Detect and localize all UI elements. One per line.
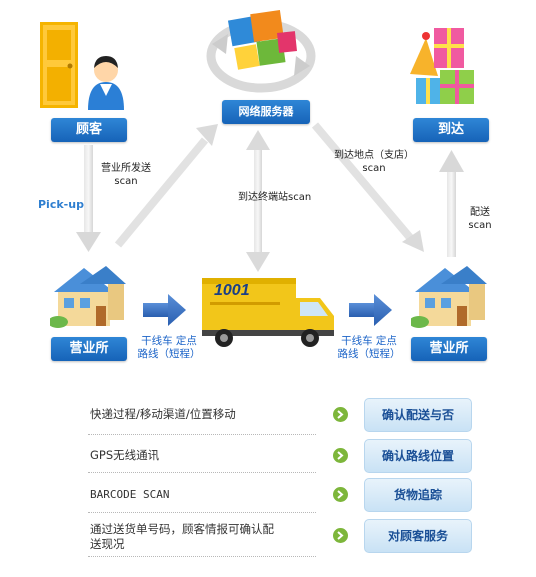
arrow-truck-to-office (349, 294, 392, 326)
go-arrow-icon-4[interactable] (333, 528, 348, 543)
node-customer: 顾客 (51, 118, 127, 142)
gift-boxes-icon (400, 18, 482, 110)
label-arrive-branch: 到达地点（支店） scan (334, 150, 414, 174)
feature-text-1: 快递过程/移动渠道/位置移动 (90, 407, 236, 421)
label-arrive-terminal: 到达终端站scan (238, 192, 312, 203)
node-arrive: 到达 (413, 118, 489, 142)
office-house-icon-left (48, 262, 126, 328)
cargo-tracking-button[interactable]: 货物追踪 (364, 478, 472, 512)
truck-number: 1001 (214, 282, 250, 299)
arrow-server-to-office (311, 122, 424, 252)
row-divider-4 (88, 556, 316, 557)
arrow-office-to-arrive (439, 150, 464, 257)
go-arrow-icon-1[interactable] (333, 407, 348, 422)
confirm-route-button[interactable]: 确认路线位置 (364, 439, 472, 473)
node-office-left: 营业所 (51, 337, 127, 361)
office-house-icon-right (409, 262, 487, 328)
row-divider-1 (88, 434, 316, 435)
label-route-left: 干线车 定点 路线（短程） (137, 335, 201, 360)
arrow-office-to-server (114, 124, 218, 248)
label-route-right: 干线车 定点 路线（短程） (337, 335, 401, 360)
go-arrow-icon-2[interactable] (333, 448, 348, 463)
server-globe-icon (206, 4, 316, 96)
arrow-customer-to-office (76, 145, 101, 252)
node-server: 网络服务器 (222, 100, 310, 124)
delivery-truck-icon: 1001 (200, 272, 338, 352)
row-divider-3 (88, 512, 316, 513)
label-pickup: Pick-up (38, 198, 84, 211)
feature-text-2: GPS无线通讯 (90, 448, 160, 462)
arrow-office-to-truck (143, 294, 186, 326)
customer-service-button[interactable]: 对顾客服务 (364, 519, 472, 553)
arrow-server-truck (246, 130, 270, 272)
feature-text-3: BARCODE SCAN (90, 488, 170, 501)
row-divider-2 (88, 472, 316, 473)
door-icon (40, 22, 78, 108)
go-arrow-icon-3[interactable] (333, 487, 348, 502)
confirm-delivery-button[interactable]: 确认配送与否 (364, 398, 472, 432)
customer-person-icon (84, 52, 128, 110)
label-office-send: 营业所发送 scan (101, 163, 151, 187)
node-office-right: 营业所 (411, 337, 487, 361)
feature-text-4: 通过送货单号码，顾客情报可确认配 送现况 (90, 522, 274, 551)
label-deliver: 配送 scan (468, 207, 492, 231)
